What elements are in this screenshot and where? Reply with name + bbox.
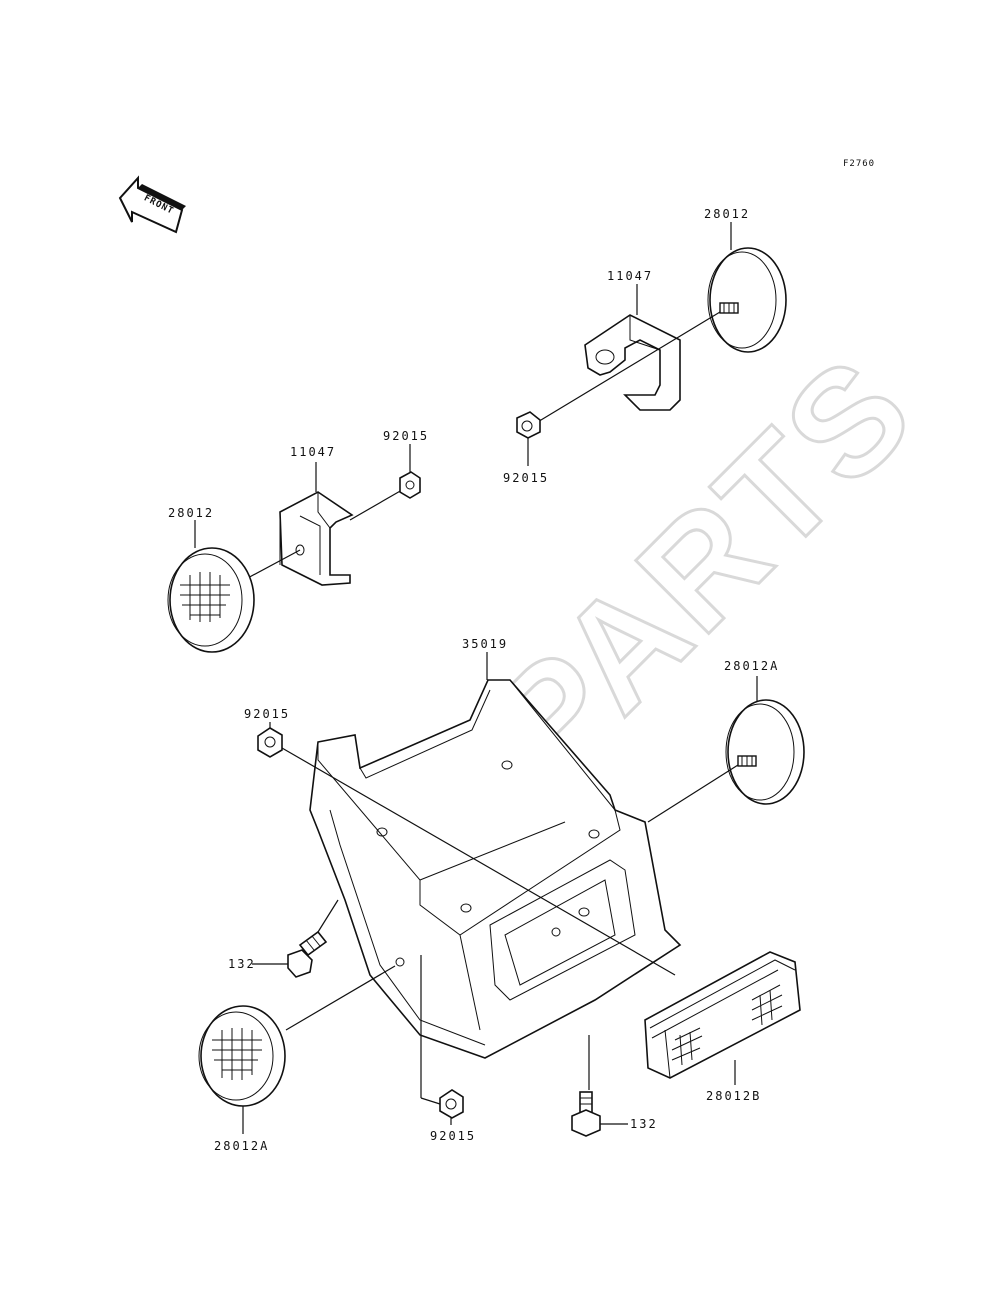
- nut-bottom: [439, 1089, 464, 1119]
- label-main-bracket: 35019: [462, 637, 508, 651]
- bolt-bottom: [571, 1091, 601, 1137]
- bolt-left: [287, 930, 328, 978]
- diagram-code: F2760: [843, 159, 875, 169]
- label-reflector-top-right: 28012: [704, 207, 750, 221]
- reflector-left: [167, 547, 255, 653]
- main-bracket: [309, 679, 682, 1059]
- label-nut-bottom: 92015: [430, 1129, 476, 1143]
- reflector-top-right: [707, 247, 787, 353]
- bracket-top: [584, 314, 681, 411]
- nut-top: [516, 411, 541, 439]
- nut-mid-left: [257, 727, 283, 758]
- label-nut-mid-left: 92015: [244, 707, 290, 721]
- reflector-bottom-left-a: [198, 1005, 286, 1107]
- label-reflector-bottom-left-a: 28012A: [214, 1139, 269, 1153]
- label-nut-top: 92015: [503, 471, 549, 485]
- label-bolt-left: 132: [228, 957, 256, 971]
- label-nut-left: 92015: [383, 429, 429, 443]
- front-arrow-icon: FRONT: [118, 175, 186, 234]
- nut-left: [399, 471, 421, 499]
- label-bracket-top: 11047: [607, 269, 653, 283]
- reflector-rect-b: [644, 951, 801, 1079]
- bracket-left: [279, 491, 354, 586]
- reflector-right-a: [725, 699, 805, 805]
- label-reflector-rect-b: 28012B: [706, 1089, 761, 1103]
- label-reflector-left: 28012: [168, 506, 214, 520]
- label-bolt-bottom: 132: [630, 1117, 658, 1131]
- label-reflector-right-a: 28012A: [724, 659, 779, 673]
- label-bracket-left: 11047: [290, 445, 336, 459]
